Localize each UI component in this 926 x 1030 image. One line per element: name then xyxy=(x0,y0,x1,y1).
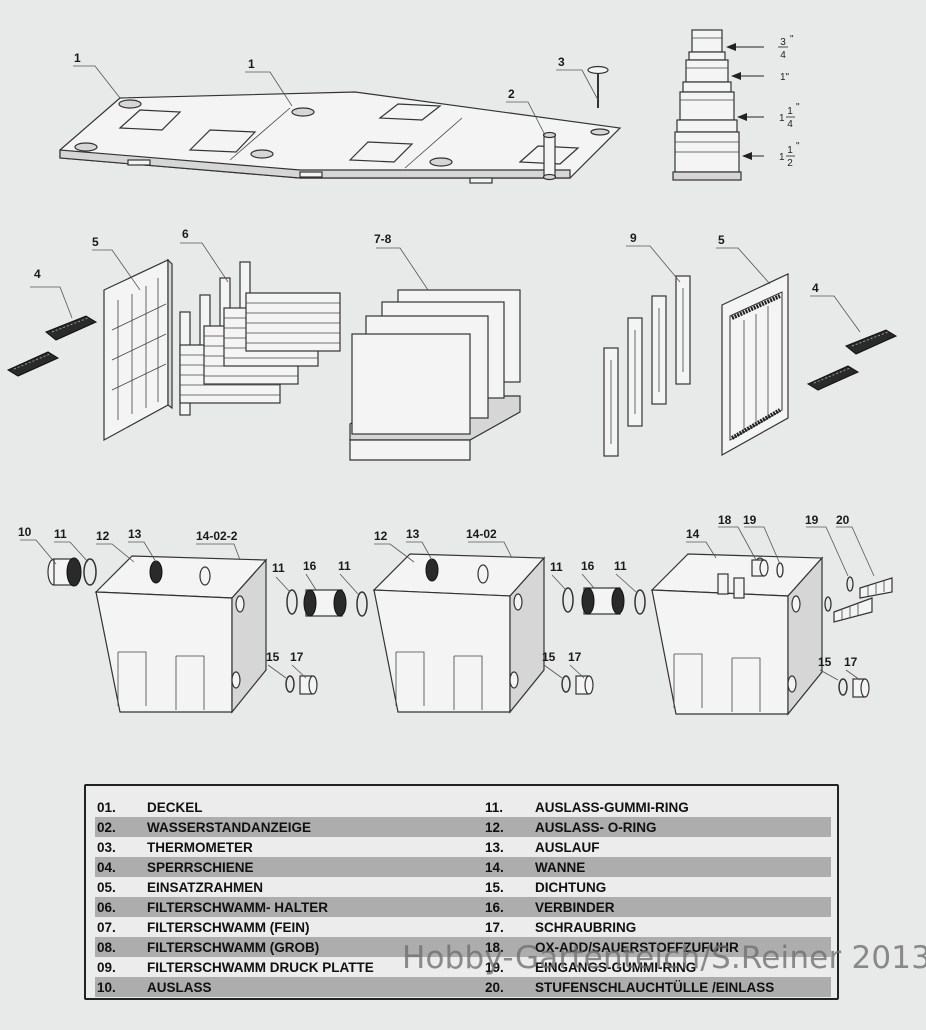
callout-18: 18 xyxy=(718,513,732,527)
size-1-1-2-unit: " xyxy=(796,141,800,152)
tub-1 xyxy=(94,555,268,714)
legend-row: 09.FILTERSCHWAMM DRUCK PLATTE xyxy=(97,959,374,975)
callout-3: 3 xyxy=(558,55,565,69)
callout-20: 20 xyxy=(836,513,850,527)
legend-row: 16.VERBINDER xyxy=(483,897,831,917)
callout-9: 9 xyxy=(630,231,637,245)
legend-row: 03.THERMOMETER xyxy=(97,839,253,855)
legend-row: 05.EINSATZRAHMEN xyxy=(97,879,263,895)
callout-4b: 4 xyxy=(812,281,819,295)
legend-row: 01.DECKEL xyxy=(97,799,203,815)
outlet-10 xyxy=(47,557,97,587)
callout-14-02-2: 14-02-2 xyxy=(196,529,238,543)
legend-row: 17.SCHRAUBRING xyxy=(485,919,637,935)
legend-row: 04.SPERRSCHIENE xyxy=(95,857,487,877)
callout-19a: 19 xyxy=(743,513,757,527)
legend-row: 18.OX-ADD/SAUERSTOFFZUFUHR xyxy=(483,937,831,957)
watermark: Hobby-Gartenteich/S.Reiner 2013 xyxy=(402,940,926,976)
callout-7-8: 7-8 xyxy=(374,232,392,246)
legend-row: 06.FILTERSCHWAMM- HALTER xyxy=(95,897,487,917)
callout-11d: 11 xyxy=(550,560,563,574)
callout-1a: 1 xyxy=(74,51,81,65)
callout-12a: 12 xyxy=(96,529,110,543)
locking-rails-right xyxy=(806,329,898,391)
callout-19b: 19 xyxy=(805,513,819,527)
size-1-1-4-whole: 1 xyxy=(779,113,785,124)
callout-14-02: 14-02 xyxy=(466,527,497,541)
callout-14: 14 xyxy=(686,527,700,541)
callout-11a: 11 xyxy=(54,527,67,541)
legend-row: 07.FILTERSCHWAMM (FEIN) xyxy=(97,919,310,935)
size-3-4-unit: " xyxy=(790,34,794,45)
callout-13a: 13 xyxy=(128,527,142,541)
size-3-4-num: 3 xyxy=(780,37,786,48)
parts-legend: 01.DECKEL 02.WASSERSTANDANZEIGE 03.THERM… xyxy=(84,784,839,1000)
callout-13b: 13 xyxy=(406,527,420,541)
stepped-hose-tail xyxy=(672,29,742,181)
sponge-grids xyxy=(179,292,341,404)
legend-row: 11.AUSLASS-GUMMI-RING xyxy=(485,799,689,815)
callout-17a: 17 xyxy=(290,650,304,664)
tub-2 xyxy=(372,553,546,714)
callout-6: 6 xyxy=(182,227,189,241)
legend-row: 20.STUFENSCHLAUCHTÜLLE /EINLASS xyxy=(483,977,831,997)
leader-lines xyxy=(20,65,875,681)
legend-row: 19.EINGANGS-GUMMI-RING xyxy=(485,959,697,975)
legend-row: 14.WANNE xyxy=(483,857,831,877)
thermometer xyxy=(587,65,609,108)
filter-sponges xyxy=(349,289,521,461)
callout-15a: 15 xyxy=(266,650,280,664)
size-1-1-2-den: 2 xyxy=(787,158,793,169)
callout-16b: 16 xyxy=(581,559,595,573)
size-1-1-4-unit: " xyxy=(796,102,800,113)
callout-15b: 15 xyxy=(542,650,556,664)
tub-3 xyxy=(650,553,824,716)
callout-17b: 17 xyxy=(568,650,582,664)
callout-10: 10 xyxy=(18,525,32,539)
legend-column-left: 01.DECKEL 02.WASSERSTANDANZEIGE 03.THERM… xyxy=(95,797,487,997)
ox-add-and-inlet xyxy=(751,559,893,698)
connector-16b xyxy=(561,587,646,695)
water-level-indicator xyxy=(542,131,557,181)
legend-column-right: 11.AUSLASS-GUMMI-RING 12.AUSLASS- O-RING… xyxy=(483,797,831,997)
legend-row: 08.FILTERSCHWAMM (GROB) xyxy=(95,937,487,957)
callout-5b: 5 xyxy=(718,233,725,247)
callout-11c: 11 xyxy=(338,559,351,573)
callout-5a: 5 xyxy=(92,235,99,249)
callout-12b: 12 xyxy=(374,529,388,543)
legend-row: 12.AUSLASS- O-RING xyxy=(483,817,831,837)
callout-1b: 1 xyxy=(248,57,255,71)
size-1: 1" xyxy=(780,72,790,83)
connector-16a xyxy=(285,589,368,695)
legend-row: 02.WASSERSTANDANZEIGE xyxy=(95,817,487,837)
callout-11b: 11 xyxy=(272,561,285,575)
callout-2: 2 xyxy=(508,87,515,101)
locking-rails-left xyxy=(6,315,98,377)
size-3-4-den: 4 xyxy=(780,50,786,61)
size-1-1-4-den: 4 xyxy=(787,119,793,130)
callout-4a: 4 xyxy=(34,267,41,281)
callout-16a: 16 xyxy=(303,559,317,573)
legend-row: 15.DICHTUNG xyxy=(485,879,607,895)
callout-labels: 1 1 2 3 4 5 6 7-8 9 5 4 10 11 12 13 14-0… xyxy=(18,51,858,669)
hose-size-arrows xyxy=(726,43,764,160)
lid-deckel xyxy=(59,91,622,184)
insert-frame-left xyxy=(103,258,173,442)
legend-row: 10.AUSLASS xyxy=(95,977,487,997)
hose-size-labels: 3 4 " 1" 1 1 4 " 1 1 2 " xyxy=(778,34,800,169)
size-1-1-4-num: 1 xyxy=(787,106,793,117)
insert-frame-right xyxy=(721,273,789,457)
size-1-1-2-num: 1 xyxy=(787,145,793,156)
pressure-plates xyxy=(603,275,691,457)
callout-17c: 17 xyxy=(844,655,858,669)
size-1-1-2-whole: 1 xyxy=(779,152,785,163)
callout-11e: 11 xyxy=(614,559,627,573)
legend-row: 13.AUSLAUF xyxy=(485,839,600,855)
callout-15c: 15 xyxy=(818,655,832,669)
